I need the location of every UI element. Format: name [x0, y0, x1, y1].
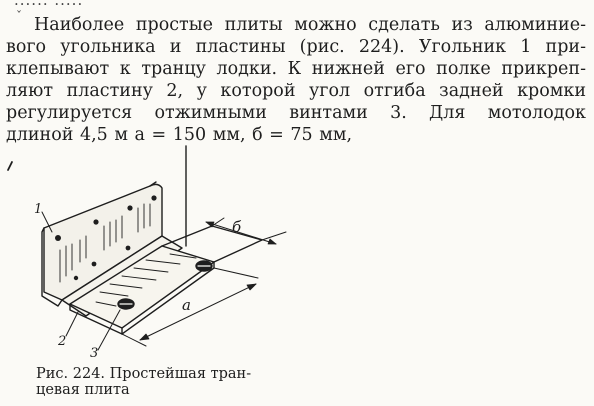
plate-hatching: [95, 253, 197, 307]
paragraph-line: вого угольника и пластины (рис. 224). Уг…: [6, 37, 586, 57]
leader-part-1: [41, 211, 53, 233]
adjusting-screw-rear: [195, 260, 213, 272]
figure-224-drawing: [7, 145, 287, 351]
paragraph-line: Наиболее простые плиты можно сделать из …: [34, 15, 586, 35]
dim-b-extension-2: [261, 231, 287, 241]
cropped-previous-line: ...... .....: [14, 0, 84, 9]
caption-line-1: Рис. 224. Простейшая тран-: [36, 366, 252, 382]
paragraph-line: ляют пластину 2, у которой угол отгиба з…: [6, 81, 586, 101]
dim-b-arrow-1: [205, 221, 215, 228]
side-tick: [7, 161, 13, 171]
trim-plate-edge: [69, 303, 123, 335]
dim-a-arrow-1: [139, 333, 150, 341]
figure-caption: Рис. 224. Простейшая тран- цевая плита: [36, 366, 251, 398]
dim-a-extension-2: [121, 333, 147, 347]
paragraph-line: регулируется отжимными винтами 3. Для мо…: [6, 103, 586, 123]
dim-b-line: [205, 221, 277, 245]
label-part-2: 2: [58, 334, 67, 349]
angle-flange-edge: [41, 227, 63, 307]
dim-a-extension-1: [213, 267, 259, 279]
rivet-row-vertical: [55, 195, 157, 281]
adjusting-screw-front: [117, 298, 135, 310]
label-part-3: 3: [90, 346, 99, 361]
leader-part-3: [97, 309, 121, 351]
dim-b-arrow-2: [267, 238, 277, 245]
flange-hatching: [59, 203, 151, 283]
trim-plate-bent-edge: [161, 225, 263, 263]
label-dim-b: б: [232, 218, 242, 236]
caption-line-2: цевая плита: [36, 382, 130, 398]
label-dim-a: a: [182, 296, 191, 314]
leader-part-2: [65, 311, 79, 337]
paragraph-line: клепывают к транцу лодки. К нижней его п…: [6, 59, 586, 79]
dim-a-line: [139, 283, 257, 341]
paragraph-line: длиной 4,5 м a = 150 мм, б = 75 мм,: [6, 125, 353, 145]
dim-a-arrow-2: [246, 283, 257, 291]
stray-mark: ˇ: [16, 9, 22, 23]
label-part-1: 1: [34, 202, 43, 217]
body-paragraph: Наиболее простые плиты можно сделать из …: [6, 14, 586, 146]
